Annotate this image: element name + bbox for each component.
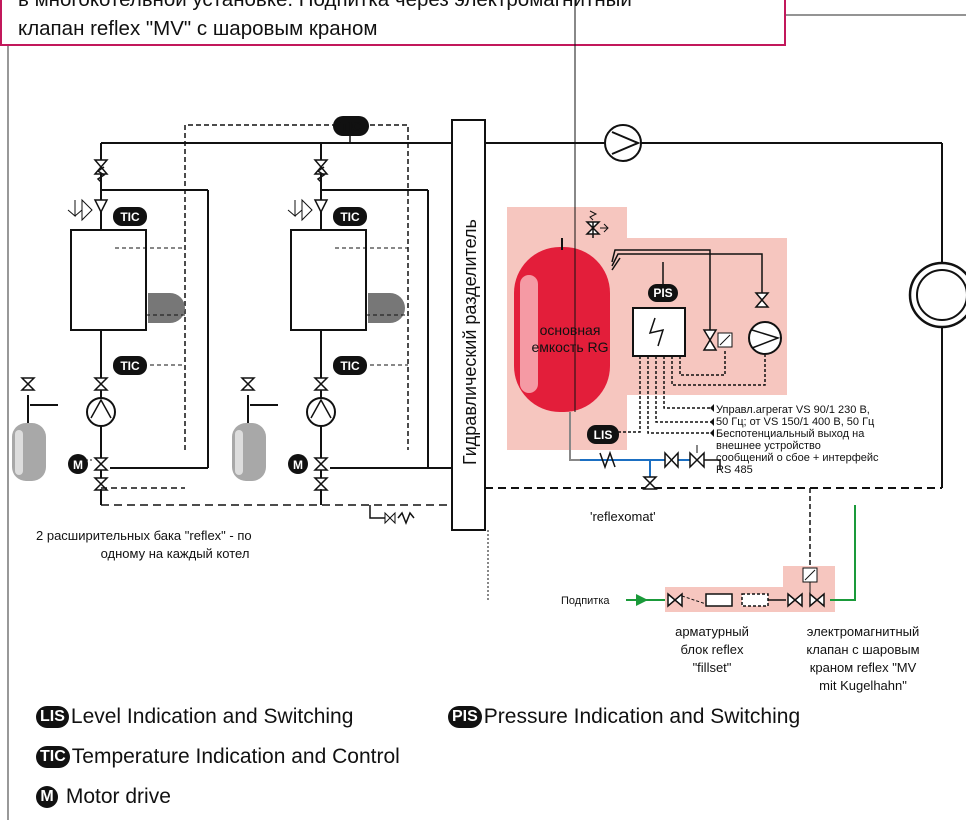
mv-label-2: клапан с шаровым [806,642,919,657]
svg-text:TIC: TIC [340,359,360,373]
tanks-label-2: одному на каждый котел [101,546,250,561]
reflexomat-label: 'reflexomat' [590,509,656,524]
mv-label-4: mit Kugelhahn" [819,678,907,693]
tic-badge-boiler2-bottom: TIC [333,356,367,375]
svg-text:M: M [73,458,83,472]
svg-text:M: M [293,458,303,472]
fillset-label-2: блок reflex [681,642,744,657]
main-pump-icon [604,124,642,162]
hydraulic-separator [451,119,486,531]
boiler-2 [100,143,452,505]
tic-badge-boiler2-top: TIC [333,207,367,226]
consumer-icon [908,261,966,329]
caption-line-1: в многокотельной установке. Подпитка чер… [18,0,632,12]
svg-text:TIC: TIC [120,210,140,224]
motor-badge-boiler2: M [288,454,308,474]
caption-line-2: клапан reflex "MV" с шаровым краном [18,17,378,40]
motor-badge-boiler1: M [68,454,88,474]
tic-badge-boiler1-top: TIC [113,207,147,226]
pis-legend-badge: PIS [448,706,482,729]
mv-label-1: электромагнитный [807,624,920,639]
lis-legend-badge: LIS [36,706,69,729]
fault-label-1: Беспотенциальный выход на [716,428,865,440]
hydraulic-separator-label: Гидравлический разделитель [460,219,480,465]
fillset-label-1: арматурный [675,624,749,639]
fault-label-3: сообщений о сбое + интерфейс [716,452,879,464]
main-vessel: основная емкость RG [514,238,610,412]
svg-text:TIC: TIC [120,359,140,373]
legend-lis-text: Level Indication and Switching [70,705,354,728]
control-unit: PIS [605,249,782,437]
svg-text:LIS: LIS [594,428,613,442]
mv-label-3: краном reflex "MV [810,660,917,675]
main-pump-arrow [611,131,641,155]
svg-text:TIC: TIC [341,119,363,134]
lis-badge: LIS [587,425,619,444]
legend-pis-text: Pressure Indication and Switching [483,705,801,728]
makeup-label: Подпитка [561,595,610,607]
legend-tic-text: Temperature Indication and Control [71,745,400,768]
fillset-label-3: "fillset" [693,660,732,675]
caption-box: в многокотельной установке. Подпитка чер… [0,0,786,46]
tic-badge-top: TIC [333,116,369,136]
fault-label-2: внешнее устройство [716,440,821,452]
vessel-label-2: емкость RG [531,339,608,355]
tic-badge-boiler1-bottom: TIC [113,356,147,375]
boiler-1 [12,143,209,505]
svg-text:TIC: TIC [340,210,360,224]
tic-legend-badge: TIC [36,746,70,769]
pis-badge: PIS [653,286,672,300]
control-label-1: Управл.агрегат VS 90/1 230 В, [716,404,870,416]
control-label-2: 50 Гц; от VS 150/1 400 В, 50 Гц [716,416,875,428]
vessel-label-1: основная [540,322,601,338]
legend-m-text: Motor drive [65,785,171,808]
fault-label-4: RS 485 [716,464,753,476]
legend-m: M Motor drive [36,785,171,809]
tanks-label-1: 2 расширительных бака "reflex" - по [36,528,252,543]
m-legend-badge: M [36,786,58,809]
